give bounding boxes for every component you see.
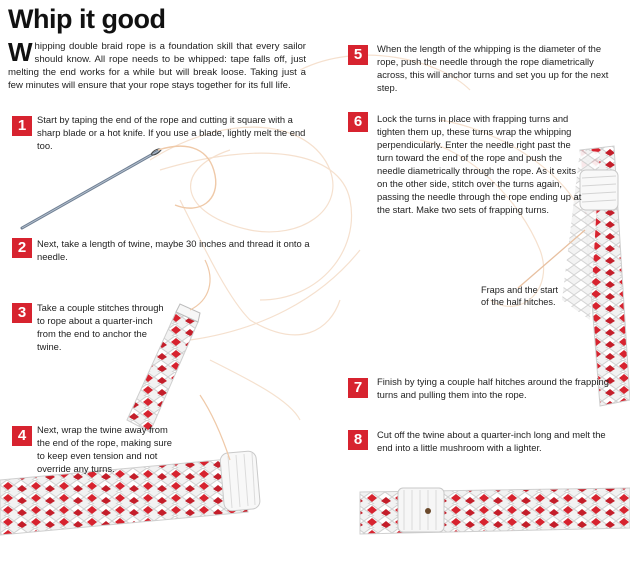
needle-illustration [20, 145, 217, 230]
page-title: Whip it good [8, 4, 166, 34]
step-4-text: Next, wrap the twine away from the end o… [37, 424, 172, 474]
step-5-text: When the length of the whipping is the d… [377, 43, 609, 93]
step-5-number: 5 [348, 45, 368, 65]
rope-step8-illustration [359, 487, 630, 535]
step-1-text: Start by taping the end of the rope and … [37, 114, 306, 151]
step-2-text: Next, take a length of twine, maybe 30 i… [37, 238, 310, 262]
rope-step3-illustration [126, 259, 211, 433]
step-8-text: Cut off the twine about a quarter-inch l… [377, 429, 606, 453]
step-8-number: 8 [348, 430, 368, 450]
intro-text: hipping double braid rope is a foundatio… [8, 41, 306, 91]
rope-step6-illustration [517, 145, 630, 407]
step-4-number: 4 [12, 426, 32, 446]
twine-loops [149, 54, 581, 421]
step-3-number: 3 [12, 303, 32, 323]
photo-caption: Fraps and the start of the half hitches. [481, 285, 559, 307]
step-3-text: Take a couple stitches through to rope a… [37, 302, 164, 352]
step-2-number: 2 [12, 238, 32, 258]
rope-step4-illustration [0, 394, 261, 536]
step-6-number: 6 [348, 112, 368, 132]
step-6-text: Lock the turns in place with frapping tu… [377, 113, 582, 215]
step-1-number: 1 [12, 116, 32, 136]
step-7-text: Finish by tying a couple half hitches ar… [377, 376, 609, 400]
step-7-number: 7 [348, 378, 368, 398]
intro-dropcap: W [8, 37, 33, 67]
